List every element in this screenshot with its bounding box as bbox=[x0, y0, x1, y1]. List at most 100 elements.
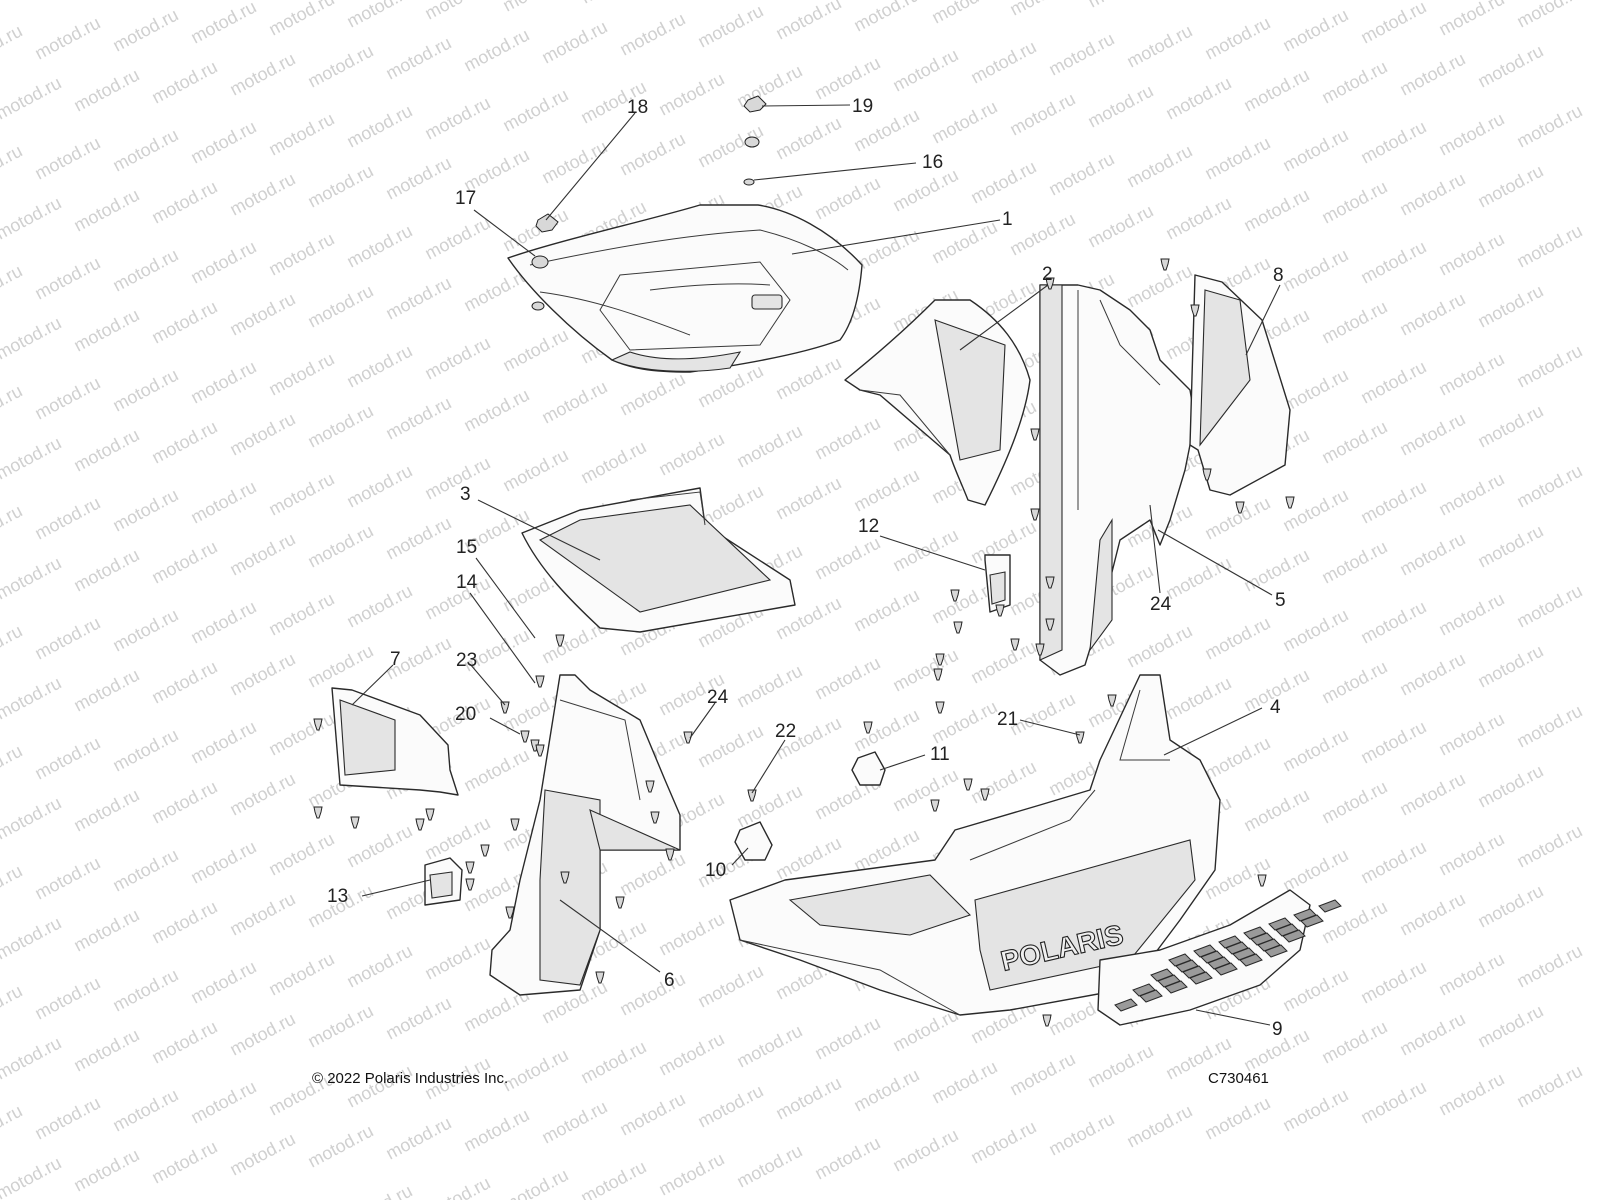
watermark-text: motod.ru bbox=[343, 941, 415, 992]
watermark-text: motod.ru bbox=[772, 0, 844, 44]
watermark-text: motod.ru bbox=[1396, 769, 1468, 820]
screw-fastener bbox=[963, 778, 973, 791]
callout-11: 11 bbox=[930, 744, 950, 765]
watermark-text: motod.ru bbox=[1201, 733, 1273, 784]
watermark-text: motod.ru bbox=[1123, 141, 1195, 192]
callout-13: 13 bbox=[327, 886, 348, 907]
hardware-top bbox=[531, 95, 767, 311]
watermark-text: motod.ru bbox=[31, 973, 103, 1024]
leader-23 bbox=[469, 663, 506, 706]
watermark-text: motod.ru bbox=[382, 153, 454, 204]
leader-22 bbox=[751, 739, 786, 794]
watermark-text: motod.ru bbox=[1279, 1085, 1351, 1136]
screw-fastener bbox=[683, 731, 693, 744]
watermark-text: motod.ru bbox=[1474, 281, 1546, 332]
part-left-small-panel bbox=[331, 687, 459, 796]
screw-fastener bbox=[1045, 277, 1055, 290]
watermark-text: motod.ru bbox=[109, 845, 181, 896]
watermark-text: motod.ru bbox=[967, 637, 1039, 688]
watermark-text: motod.ru bbox=[811, 1013, 883, 1064]
screw-fastener bbox=[465, 878, 475, 891]
watermark-text: motod.ru bbox=[1279, 965, 1351, 1016]
watermark-text: motod.ru bbox=[1201, 613, 1273, 664]
leader-8 bbox=[1245, 284, 1281, 356]
watermark-text: motod.ru bbox=[382, 273, 454, 324]
leader-19 bbox=[761, 104, 851, 107]
watermark-text: motod.ru bbox=[772, 353, 844, 404]
watermark-text: motod.ru bbox=[31, 373, 103, 424]
screw-fastener bbox=[950, 589, 960, 602]
watermark-text: motod.ru bbox=[148, 897, 220, 948]
watermark-text: motod.ru bbox=[31, 133, 103, 184]
watermark-text: motod.ru bbox=[1357, 0, 1429, 48]
grille-cell bbox=[1318, 899, 1342, 913]
watermark-text: motod.ru bbox=[304, 1001, 376, 1052]
watermark-text: motod.ru bbox=[1201, 133, 1273, 184]
watermark-text: motod.ru bbox=[1240, 785, 1312, 836]
watermark-text: motod.ru bbox=[577, 437, 649, 488]
grommet-19 bbox=[744, 136, 760, 148]
watermark-text: motod.ru bbox=[499, 445, 571, 496]
watermark-text: motod.ru bbox=[733, 421, 805, 472]
watermark-text: motod.ru bbox=[499, 1165, 571, 1200]
leader-17 bbox=[473, 209, 536, 257]
watermark-text: motod.ru bbox=[1162, 73, 1234, 124]
watermark-text: motod.ru bbox=[1279, 245, 1351, 296]
watermark-text: motod.ru bbox=[1006, 0, 1078, 20]
watermark-text: motod.ru bbox=[772, 1073, 844, 1124]
watermark-text: motod.ru bbox=[1045, 29, 1117, 80]
watermark-text: motod.ru bbox=[1513, 461, 1585, 512]
watermark-text: motod.ru bbox=[304, 401, 376, 452]
watermark-text: motod.ru bbox=[226, 1129, 298, 1180]
part-bracket-12 bbox=[984, 554, 1011, 613]
watermark-text: motod.ru bbox=[1123, 261, 1195, 312]
watermark-text: motod.ru bbox=[343, 101, 415, 152]
watermark-text: motod.ru bbox=[1084, 0, 1156, 12]
watermark-text: motod.ru bbox=[499, 1045, 571, 1096]
watermark-text: motod.ru bbox=[304, 641, 376, 692]
screw-fastener bbox=[1042, 1014, 1052, 1027]
watermark-text: motod.ru bbox=[1279, 845, 1351, 896]
callout-20: 20 bbox=[455, 704, 476, 725]
watermark-text: motod.ru bbox=[850, 465, 922, 516]
watermark-text: motod.ru bbox=[694, 1081, 766, 1132]
watermark-text: motod.ru bbox=[460, 745, 532, 796]
watermark-text: motod.ru bbox=[538, 17, 610, 68]
leader-7 bbox=[351, 664, 394, 706]
watermark-text: motod.ru bbox=[421, 0, 493, 24]
footer-drawing-number: C730461 bbox=[1208, 1070, 1269, 1087]
watermark-text: motod.ru bbox=[0, 501, 26, 552]
watermark-text: motod.ru bbox=[1396, 649, 1468, 700]
leader-9 bbox=[1195, 1009, 1271, 1026]
watermark-text: motod.ru bbox=[0, 861, 26, 912]
watermark-text: motod.ru bbox=[499, 325, 571, 376]
watermark-text: motod.ru bbox=[226, 49, 298, 100]
watermark-text: motod.ru bbox=[343, 1181, 415, 1200]
watermark-text: motod.ru bbox=[109, 725, 181, 776]
leader-15 bbox=[475, 557, 536, 639]
watermark-text: motod.ru bbox=[226, 889, 298, 940]
screw-fastener bbox=[650, 811, 660, 824]
watermark-text: motod.ru bbox=[70, 305, 142, 356]
part-grille bbox=[1097, 889, 1342, 1026]
watermark-text: motod.ru bbox=[0, 553, 65, 604]
screw-fastener bbox=[1285, 496, 1295, 509]
watermark-text: motod.ru bbox=[694, 961, 766, 1012]
watermark-text: motod.ru bbox=[1318, 177, 1390, 228]
screw-fastener bbox=[313, 806, 323, 819]
grommet-17b bbox=[531, 301, 545, 311]
watermark-text: motod.ru bbox=[460, 25, 532, 76]
watermark-text: motod.ru bbox=[1240, 545, 1312, 596]
watermark-text: motod.ru bbox=[109, 1085, 181, 1136]
screw-fastener bbox=[595, 971, 605, 984]
callout-4: 4 bbox=[1270, 697, 1281, 718]
watermark-text: motod.ru bbox=[1318, 417, 1390, 468]
watermark-text: motod.ru bbox=[733, 1021, 805, 1072]
leader-lines bbox=[351, 104, 1281, 1026]
watermark-text: motod.ru bbox=[265, 349, 337, 400]
watermark-text: motod.ru bbox=[109, 125, 181, 176]
callout-19: 19 bbox=[852, 96, 873, 117]
watermark-text: motod.ru bbox=[265, 949, 337, 1000]
screw-fastener bbox=[1030, 508, 1040, 521]
